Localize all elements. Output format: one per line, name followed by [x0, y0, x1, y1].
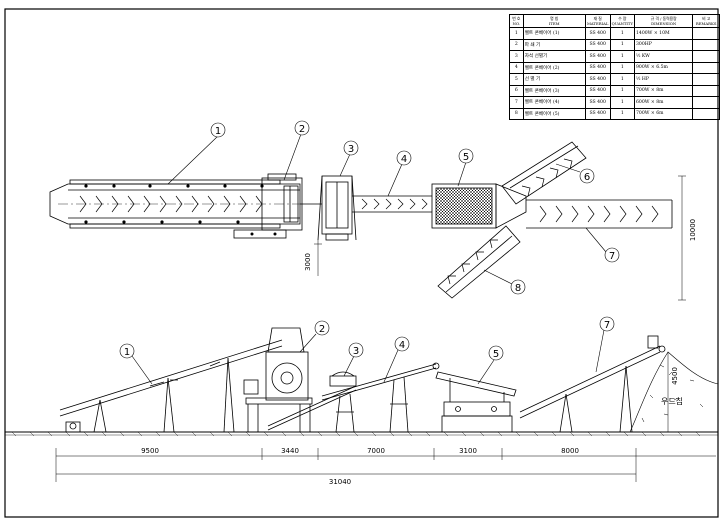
dim-height-4500: 4500 — [671, 367, 679, 385]
plan-conveyor-6 — [501, 141, 587, 205]
plan-crusher-2 — [233, 173, 303, 239]
dim-total-31040: 31040 — [329, 478, 351, 486]
elev-conveyor-4 — [321, 362, 440, 433]
plan-balloon-2: 2 — [299, 124, 305, 135]
plan-dim-3000: 3000 — [304, 253, 312, 271]
plan-conveyor-1-chevrons — [79, 195, 263, 213]
dim-8000: 8000 — [561, 447, 579, 455]
plan-balloon-5: 5 — [463, 152, 469, 163]
plan-balloons: 1 2 3 4 5 6 7 8 — [167, 120, 620, 295]
elev-balloons: 1 2 3 4 5 7 — [119, 316, 615, 385]
elev-balloon-3: 3 — [353, 346, 359, 357]
elev-crusher-2 — [243, 327, 313, 432]
elev-balloon-4: 4 — [399, 340, 405, 351]
elev-screener-5 — [435, 371, 517, 433]
elev-balloon-7: 7 — [604, 320, 610, 331]
elev-balloon-5: 5 — [493, 349, 499, 360]
dim-9500: 9500 — [141, 447, 159, 455]
drawing-frame — [4, 8, 719, 518]
plan-balloon-3: 3 — [348, 144, 354, 155]
plan-balloon-6: 6 — [584, 172, 590, 183]
plan-conveyor-1 — [49, 179, 301, 229]
elev-stockpile — [629, 351, 719, 433]
elev-balloon-1: 1 — [124, 347, 130, 358]
plan-balloon-1: 1 — [215, 126, 221, 137]
stockpile-label: 우드칩 — [661, 397, 683, 406]
dim-7000: 7000 — [367, 447, 385, 455]
dim-3440: 3440 — [281, 447, 299, 455]
elev-magnet-3 — [329, 371, 357, 387]
dim-3100: 3100 — [459, 447, 477, 455]
elevation-view — [5, 327, 719, 482]
plan-conveyor-4 — [352, 195, 432, 213]
plan-view — [49, 141, 686, 301]
plan-screener-5 — [431, 183, 527, 229]
elev-conveyor-1 — [59, 339, 283, 433]
elev-balloon-2: 2 — [319, 324, 325, 335]
plan-magnet-3 — [300, 175, 357, 241]
plan-balloon-7: 7 — [609, 251, 615, 262]
plan-conveyor-7 — [526, 199, 673, 229]
plan-balloon-8: 8 — [515, 283, 521, 294]
plan-dim-10000: 10000 — [689, 219, 697, 241]
plan-conveyor-8 — [437, 225, 521, 299]
plan-balloon-4: 4 — [401, 154, 407, 165]
elev-conveyor-7 — [519, 335, 666, 433]
elev-conveyor-2-low — [267, 385, 357, 431]
